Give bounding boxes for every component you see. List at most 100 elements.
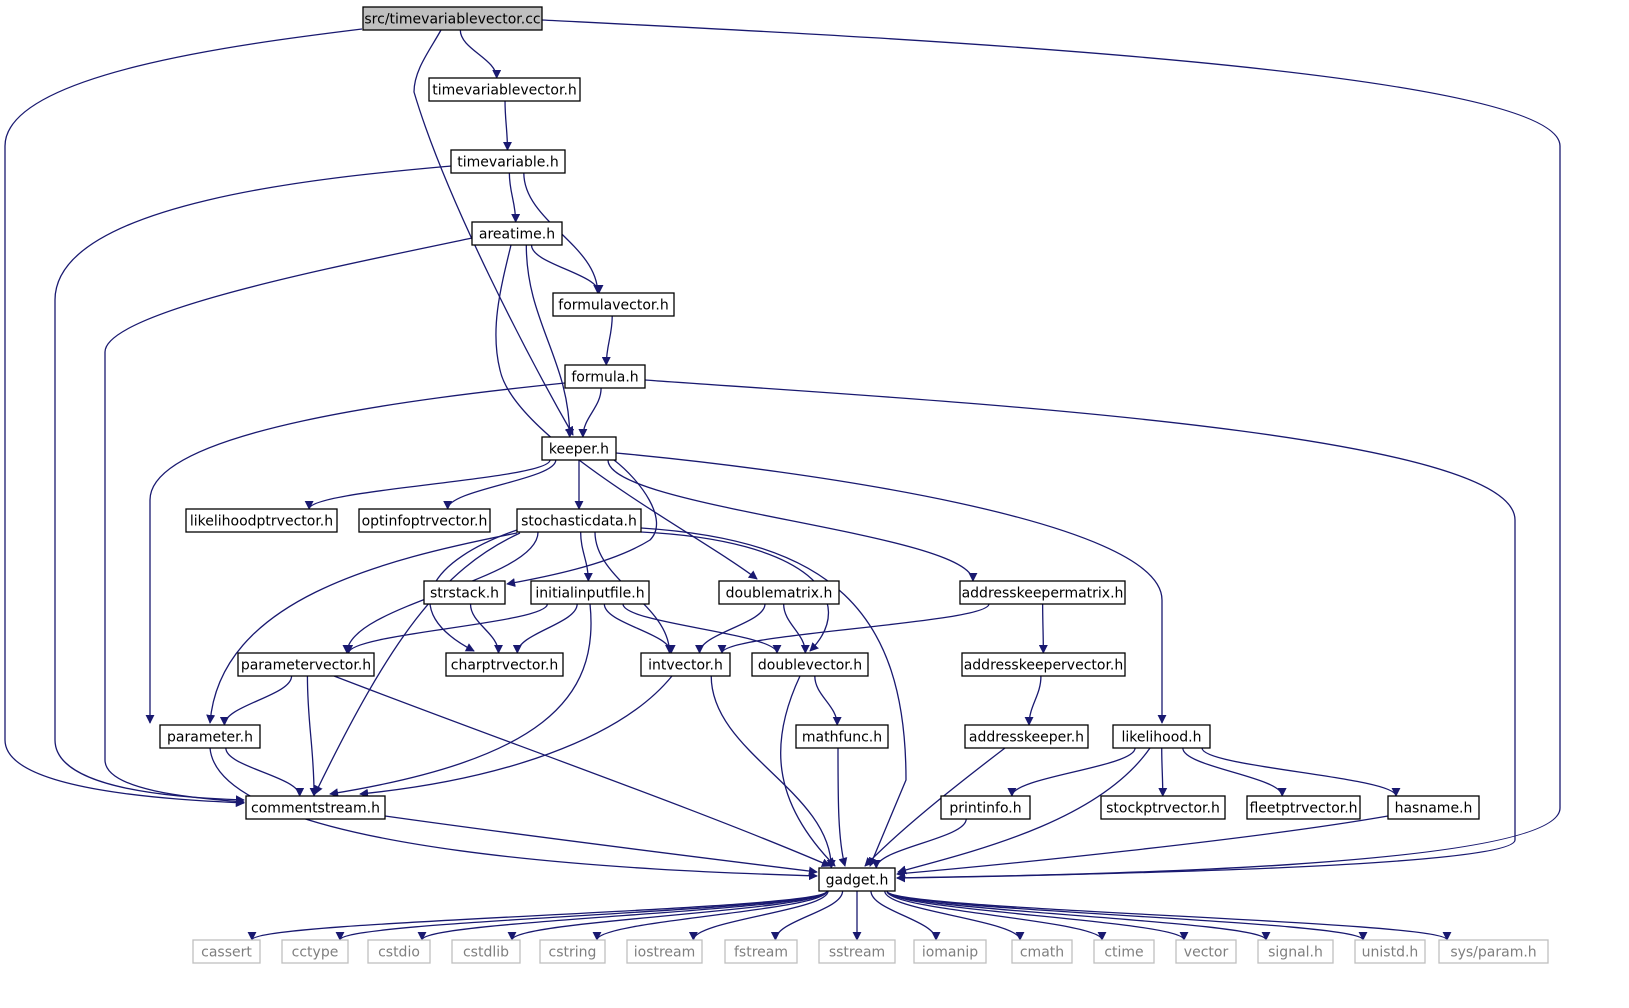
edge-gadget-to-signal [886, 890, 1271, 941]
node-label: cctype [292, 945, 339, 961]
node-mf[interactable]: mathfunc.h [795, 724, 889, 749]
edge-dm-to-dv [783, 603, 810, 654]
edge-sd-to-iif [580, 531, 593, 582]
edge-lh-to-pi [1007, 747, 1136, 797]
edge-hn-to-gadget [896, 815, 1389, 878]
node-vector: vector [1175, 939, 1237, 964]
node-label: formula.h [571, 370, 638, 386]
node-iif[interactable]: initialinputfile.h [530, 580, 650, 605]
node-label: intvector.h [648, 658, 723, 674]
edge-pv-to-cs [306, 675, 319, 797]
node-hn[interactable]: hasname.h [1387, 795, 1480, 820]
edge-formula-to-gadget [644, 379, 1516, 883]
node-fpv[interactable]: fleetptrvector.h [1246, 795, 1361, 820]
node-label: sys/param.h [1450, 945, 1536, 961]
edge-root-to-keeper [413, 29, 574, 436]
node-area[interactable]: areatime.h [471, 221, 563, 246]
edge-lh-to-gadget [897, 747, 1151, 875]
node-lh[interactable]: likelihood.h [1112, 724, 1211, 749]
node-label: printinfo.h [949, 801, 1021, 817]
node-pi[interactable]: printinfo.h [940, 795, 1031, 820]
node-label: cstdlib [463, 945, 509, 961]
node-param[interactable]: parameter.h [159, 724, 261, 749]
node-label: keeper.h [549, 442, 609, 458]
node-spv[interactable]: stockptrvector.h [1100, 795, 1226, 820]
node-pv[interactable]: parametervector.h [237, 652, 375, 677]
node-label: signal.h [1268, 945, 1323, 961]
node-label: fstream [734, 945, 788, 961]
node-label: ctime [1104, 945, 1143, 961]
node-label: initialinputfile.h [535, 586, 644, 602]
node-dv[interactable]: doublevector.h [751, 652, 869, 677]
node-label: cmath [1020, 945, 1064, 961]
node-label: iostream [634, 945, 696, 961]
node-iostream: iostream [626, 939, 703, 964]
edge-gadget-to-iostream [688, 890, 829, 941]
node-cstdlib: cstdlib [451, 939, 521, 964]
node-tv[interactable]: timevariable.h [450, 149, 566, 174]
edge-akv-to-ak [1024, 675, 1042, 726]
node-dm[interactable]: doublematrix.h [718, 580, 840, 605]
node-root[interactable]: src/timevariablevector.cc [362, 6, 543, 31]
edge-mf-to-gadget [837, 747, 848, 867]
edge-gadget-to-cctype [335, 890, 828, 941]
node-sd[interactable]: stochasticdata.h [516, 508, 642, 533]
edge-lh-to-spv [1158, 747, 1168, 797]
node-fv[interactable]: formulavector.h [552, 292, 675, 317]
node-formula[interactable]: formula.h [564, 364, 646, 389]
node-label: hasname.h [1395, 801, 1473, 817]
edge-iv-to-cs [359, 675, 673, 798]
node-label: vector [1184, 945, 1229, 961]
edge-gadget-to-cassert [247, 890, 828, 941]
edge-area-to-fv [530, 244, 604, 294]
node-cs[interactable]: commentstream.h [245, 795, 386, 820]
node-label: cstring [549, 945, 597, 961]
node-iomanip: iomanip [913, 939, 987, 964]
node-lpv[interactable]: likelihoodptrvector.h [185, 508, 338, 533]
node-label: likelihoodptrvector.h [190, 514, 333, 530]
node-label: mathfunc.h [802, 730, 882, 746]
node-gadget[interactable]: gadget.h [818, 867, 896, 892]
edge-akm-to-iv [717, 603, 990, 654]
edge-gadget-to-fstream [770, 890, 844, 941]
edge-gadget-to-sysparam [886, 890, 1452, 941]
node-label: strstack.h [430, 586, 499, 602]
node-fstream: fstream [724, 939, 798, 964]
node-oipv[interactable]: optinfoptrvector.h [358, 508, 491, 533]
edge-tv-to-area [508, 172, 521, 223]
edge-dv-to-gadget [779, 675, 836, 867]
node-keeper[interactable]: keeper.h [541, 436, 617, 461]
node-iv[interactable]: intvector.h [640, 652, 731, 677]
edge-strstack-to-cpv [469, 603, 503, 654]
node-label: iomanip [922, 945, 978, 961]
node-label: addresskeepermatrix.h [962, 586, 1124, 602]
node-label: addresskeepervector.h [964, 658, 1124, 674]
node-label: stochasticdata.h [521, 514, 637, 530]
node-cpv[interactable]: charptrvector.h [445, 652, 564, 677]
node-label: cstdio [378, 945, 420, 961]
edge-param-to-gadget [209, 747, 818, 881]
edge-iif-to-dv [622, 603, 782, 654]
node-cassert: cassert [192, 939, 261, 964]
edge-cs-to-gadget [384, 815, 818, 876]
edge-param-to-cs [225, 747, 305, 797]
node-tvv[interactable]: timevariablevector.h [428, 77, 581, 102]
edge-sd-to-param [206, 532, 518, 724]
edge-formula-to-param [145, 382, 566, 724]
edge-fv-to-formula [601, 315, 613, 366]
edge-gadget-to-unistd [886, 890, 1368, 941]
node-akv[interactable]: addresskeepervector.h [961, 652, 1126, 677]
edge-lh-to-fpv [1182, 747, 1287, 797]
edge-iif-to-cpv [512, 603, 578, 654]
node-strstack[interactable]: strstack.h [423, 580, 506, 605]
edge-tv-to-cs [54, 165, 452, 805]
edge-gadget-to-cstdlib [507, 890, 828, 941]
node-ak[interactable]: addresskeeper.h [964, 724, 1089, 749]
edge-pv-to-gadget [333, 675, 831, 867]
edge-gadget-to-cstdio [417, 890, 828, 941]
node-label: unistd.h [1362, 945, 1419, 961]
node-akm[interactable]: addresskeepermatrix.h [959, 580, 1126, 605]
node-ctime: ctime [1093, 939, 1155, 964]
edge-keeper-to-oipv [443, 459, 557, 510]
